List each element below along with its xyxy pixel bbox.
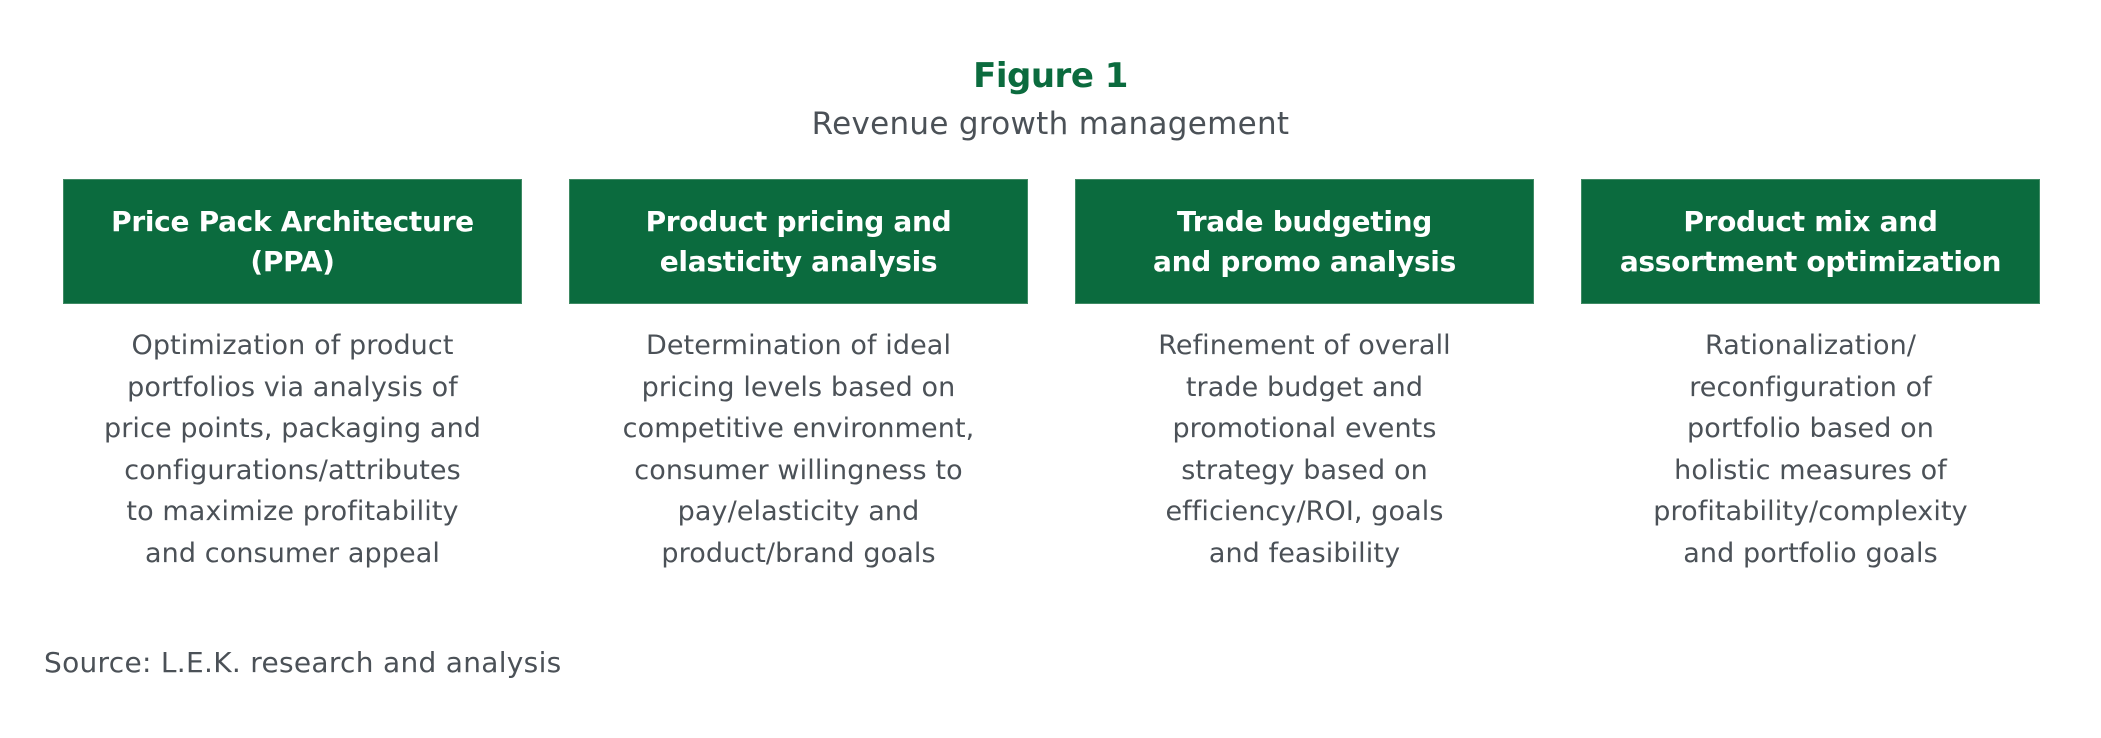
rgm-columns: Price Pack Architecture (PPA) Optimizati… — [63, 179, 2040, 574]
column-description-mix-assortment: Rationalization/ reconfiguration of port… — [1581, 325, 2040, 574]
description-line: trade budget and — [1185, 371, 1424, 403]
description-line: consumer willingness to — [634, 454, 963, 486]
column-description-ppa: Optimization of product portfolios via a… — [63, 325, 522, 574]
header-line: and promo analysis — [1153, 244, 1456, 278]
description-line: strategy based on — [1181, 454, 1428, 486]
description-line: pay/elasticity and — [677, 496, 920, 527]
description-line: and feasibility — [1208, 537, 1401, 569]
header-line: Product pricing and — [645, 204, 952, 238]
description-line: Optimization of product — [131, 330, 454, 361]
description-line: product/brand goals — [661, 537, 936, 569]
column-trade-promo: Trade budgeting and promo analysis Refin… — [1075, 179, 1534, 574]
description-line: profitability/complexity — [1653, 496, 1968, 527]
header-line: assortment optimization — [1619, 244, 2002, 278]
description-line: competitive environment, — [622, 413, 975, 444]
description-line: portfolios via analysis of — [127, 371, 458, 403]
description-line: portfolio based on — [1687, 413, 1934, 444]
figure-title: Figure 1 — [973, 56, 1128, 96]
column-mix-assortment: Product mix and assortment optimization … — [1581, 179, 2040, 574]
column-header-trade-promo: Trade budgeting and promo analysis — [1075, 179, 1534, 304]
column-description-pricing-elasticity: Determination of ideal pricing levels ba… — [569, 325, 1028, 574]
description-line: Refinement of overall — [1158, 330, 1451, 361]
header-line: Price Pack Architecture — [111, 204, 474, 238]
source-note: Source: L.E.K. research and analysis — [44, 646, 562, 679]
description-line: Determination of ideal — [645, 330, 952, 361]
description-line: configurations/attributes — [124, 454, 461, 486]
description-line: holistic measures of — [1674, 454, 1947, 486]
description-line: price points, packaging and — [103, 413, 482, 444]
column-header-ppa: Price Pack Architecture (PPA) — [63, 179, 522, 304]
description-line: Rationalization/ — [1704, 330, 1917, 361]
header-line: elasticity analysis — [659, 244, 938, 278]
header-line: Product mix and — [1683, 204, 1938, 238]
description-line: to maximize profitability — [126, 496, 459, 527]
header-line: Trade budgeting — [1176, 204, 1433, 238]
column-pricing-elasticity: Product pricing and elasticity analysis … — [569, 179, 1028, 574]
description-line: promotional events — [1172, 413, 1437, 444]
description-line: reconfiguration of — [1689, 371, 1932, 403]
column-header-pricing-elasticity: Product pricing and elasticity analysis — [569, 179, 1028, 304]
column-header-mix-assortment: Product mix and assortment optimization — [1581, 179, 2040, 304]
description-line: efficiency/ROI, goals — [1165, 496, 1444, 527]
description-line: and consumer appeal — [144, 537, 440, 569]
column-ppa: Price Pack Architecture (PPA) Optimizati… — [63, 179, 522, 574]
figure-subtitle: Revenue growth management — [811, 106, 1290, 142]
description-line: pricing levels based on — [641, 371, 956, 403]
column-description-trade-promo: Refinement of overall trade budget and p… — [1075, 325, 1534, 574]
header-line: (PPA) — [250, 244, 335, 278]
description-line: and portfolio goals — [1683, 537, 1938, 569]
